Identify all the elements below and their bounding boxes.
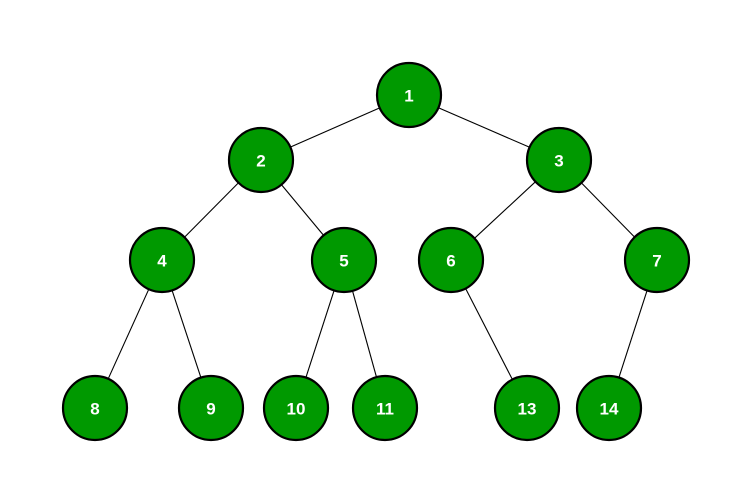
tree-node-14: 14 (575, 374, 643, 442)
node-label-13: 13 (518, 400, 537, 419)
tree-node-7: 7 (623, 226, 691, 294)
node-label-1: 1 (404, 87, 413, 106)
node-label-9: 9 (206, 400, 215, 419)
nodes-layer: 1 2 3 4 5 6 7 8 9 10 11 13 14 (61, 61, 691, 442)
tree-node-13: 13 (493, 374, 561, 442)
edge-3-7 (581, 182, 635, 238)
node-circle-8 (61, 374, 129, 442)
node-circle-9 (177, 374, 245, 442)
edges-layer (107, 107, 648, 380)
edge-1-2 (290, 107, 380, 148)
tree-node-4: 4 (128, 226, 196, 294)
node-circle-1 (375, 61, 443, 129)
node-label-7: 7 (652, 252, 661, 271)
edge-7-14 (618, 290, 648, 378)
node-label-10: 10 (287, 400, 306, 419)
edge-4-9 (171, 290, 202, 378)
tree-node-9: 9 (177, 374, 245, 442)
tree-node-2: 2 (227, 126, 295, 194)
node-label-3: 3 (554, 152, 563, 171)
node-circle-11 (351, 374, 419, 442)
tree-node-1: 1 (375, 61, 443, 129)
tree-node-8: 8 (61, 374, 129, 442)
tree-node-10: 10 (262, 374, 330, 442)
node-label-4: 4 (157, 252, 167, 271)
edge-4-8 (107, 288, 150, 380)
node-circle-3 (525, 126, 593, 194)
edge-5-11 (351, 290, 378, 378)
node-circle-14 (575, 374, 643, 442)
edge-1-3 (438, 107, 530, 148)
node-circle-6 (417, 226, 485, 294)
edge-5-10 (305, 290, 335, 378)
node-circle-5 (310, 226, 378, 294)
node-circle-10 (262, 374, 330, 442)
node-label-14: 14 (600, 400, 619, 419)
node-circle-7 (623, 226, 691, 294)
edge-2-4 (184, 182, 239, 238)
node-label-6: 6 (446, 252, 455, 271)
tree-node-11: 11 (351, 374, 419, 442)
node-label-2: 2 (256, 152, 265, 171)
node-label-11: 11 (376, 400, 394, 419)
tree-node-6: 6 (417, 226, 485, 294)
edge-2-5 (280, 184, 325, 236)
edge-3-6 (474, 181, 536, 239)
tree-node-3: 3 (525, 126, 593, 194)
node-circle-2 (227, 126, 295, 194)
node-label-5: 5 (339, 252, 348, 271)
edge-6-13 (465, 288, 513, 380)
node-circle-4 (128, 226, 196, 294)
tree-node-5: 5 (310, 226, 378, 294)
node-label-8: 8 (90, 400, 99, 419)
node-circle-13 (493, 374, 561, 442)
